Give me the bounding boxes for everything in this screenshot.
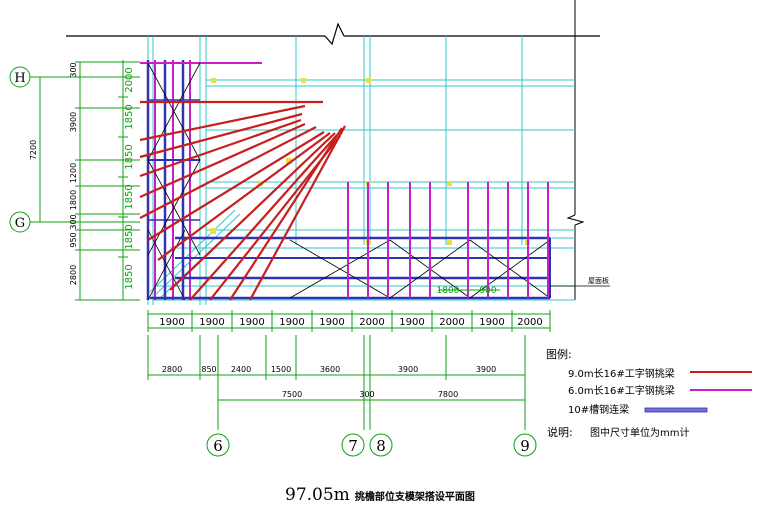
side-note: 屋面板 <box>588 276 609 285</box>
axis-label-7: 7 <box>348 437 358 455</box>
dim-left-outer: 300 <box>69 62 78 77</box>
dim-left-inner: 1850 <box>124 264 135 289</box>
dim-bottom-top: 1900 <box>479 317 504 328</box>
axis-7: 7 <box>341 433 365 457</box>
dim-bottom-low: 7800 <box>438 390 458 399</box>
legend-label-red-beam: 9.0m长16#工字钢挑梁 <box>568 367 675 380</box>
dim-bottom-top: 1900 <box>159 317 184 328</box>
dim-bottom-mid: 3900 <box>398 365 418 374</box>
structure-grid <box>147 36 575 305</box>
dim-bottom-top: 1900 <box>399 317 424 328</box>
dim-bottom-mid: 850 <box>201 365 216 374</box>
axis-label-9: 9 <box>520 437 530 455</box>
legend-label-magenta-beam: 6.0m长16#工字钢挑梁 <box>568 384 675 397</box>
dim-left-inner: 1850 <box>124 184 135 209</box>
caption-title: 挑檐部位支模架搭设平面图 <box>355 490 475 503</box>
dim-left-inner: 1850 <box>124 144 135 169</box>
dim-bottom-top: 2000 <box>439 317 464 328</box>
note-text: 图中尺寸单位为mm计 <box>590 426 689 439</box>
dim-bottom-top: 2000 <box>359 317 384 328</box>
side-note-marker: 屋面板 <box>550 276 610 287</box>
bottom-scaffold <box>150 182 551 300</box>
dim-bottom-top: 1900 <box>319 317 344 328</box>
dim-bottom-top: 1900 <box>279 317 304 328</box>
dim-bottom-mid: 3600 <box>320 365 340 374</box>
axis-8: 8 <box>369 433 393 457</box>
dim-left-inner: 2000 <box>124 67 135 92</box>
legend-title: 图例: <box>546 347 572 361</box>
axis-label-h: H <box>14 71 25 86</box>
left-dimensions: 300 3900 1200 1800 300 950 2800 7200 2000 1850 1… <box>29 60 140 301</box>
caption-elevation: 97.05m <box>285 485 350 505</box>
dim-bottom-mid: 2400 <box>231 365 251 374</box>
axis-label-8: 8 <box>376 437 386 455</box>
legend-label-channel: 10#槽钢连梁 <box>568 403 629 416</box>
bottom-dimensions: 1900 1900 1900 1900 1900 2000 1900 2000 1900 2000… <box>147 310 551 430</box>
left-scaffold <box>140 60 262 301</box>
inner-dims: 1800 900 <box>437 286 500 296</box>
dim-left-inner: 1850 <box>124 224 135 249</box>
svg-text:97.05m 挑檐部位支模架搭设平面图: 97.05m 挑檐部位支模架搭设平面图 <box>285 485 475 505</box>
legend-item-red-beam: 9.0m长16#工字钢挑梁 <box>568 367 752 380</box>
dim-bottom-low: 300 <box>359 390 374 399</box>
dim-bottom-mid: 3900 <box>476 365 496 374</box>
dim-bottom-top: 2000 <box>517 317 542 328</box>
corner-beams <box>139 100 346 301</box>
dim-bottom-mid: 1500 <box>271 365 291 374</box>
axis-g: G <box>9 211 52 233</box>
axis-9: 9 <box>513 433 537 457</box>
dim-bottom-mid: 2800 <box>162 365 182 374</box>
dim-left-outer: 2800 <box>69 265 78 285</box>
legend-item-magenta-beam: 6.0m长16#工字钢挑梁 <box>568 384 752 397</box>
dim-left-outer: 3900 <box>69 112 78 132</box>
dim-left-outer: 300 <box>69 214 78 229</box>
dim-left-outer: 1200 <box>69 163 78 183</box>
drawing-caption: 97.05m 挑檐部位支模架搭设平面图 <box>285 485 475 505</box>
inner-label-left: 1800 <box>437 286 460 296</box>
dim-left-total: 7200 <box>29 140 38 160</box>
axis-label-g: G <box>15 216 25 231</box>
dim-bottom-top: 1900 <box>239 317 264 328</box>
dim-left-inner: 1850 <box>124 104 135 129</box>
axis-6: 6 <box>206 433 230 457</box>
dim-left-outer: 950 <box>69 232 78 247</box>
legend-item-channel: 10#槽钢连梁 <box>568 403 708 416</box>
dim-left-outer: 1800 <box>69 190 78 210</box>
note-label: 说明: <box>547 425 573 439</box>
axis-h: H <box>9 66 52 88</box>
dim-bottom-low: 7500 <box>282 390 302 399</box>
dim-bottom-top: 1900 <box>199 317 224 328</box>
legend-swatch-channel <box>644 407 708 413</box>
inner-label-right: 900 <box>479 286 496 296</box>
axis-label-6: 6 <box>213 437 223 455</box>
legend: 图例: 9.0m长16#工字钢挑梁 6.0m长16#工字钢挑梁 10#槽钢连梁 … <box>546 347 752 439</box>
